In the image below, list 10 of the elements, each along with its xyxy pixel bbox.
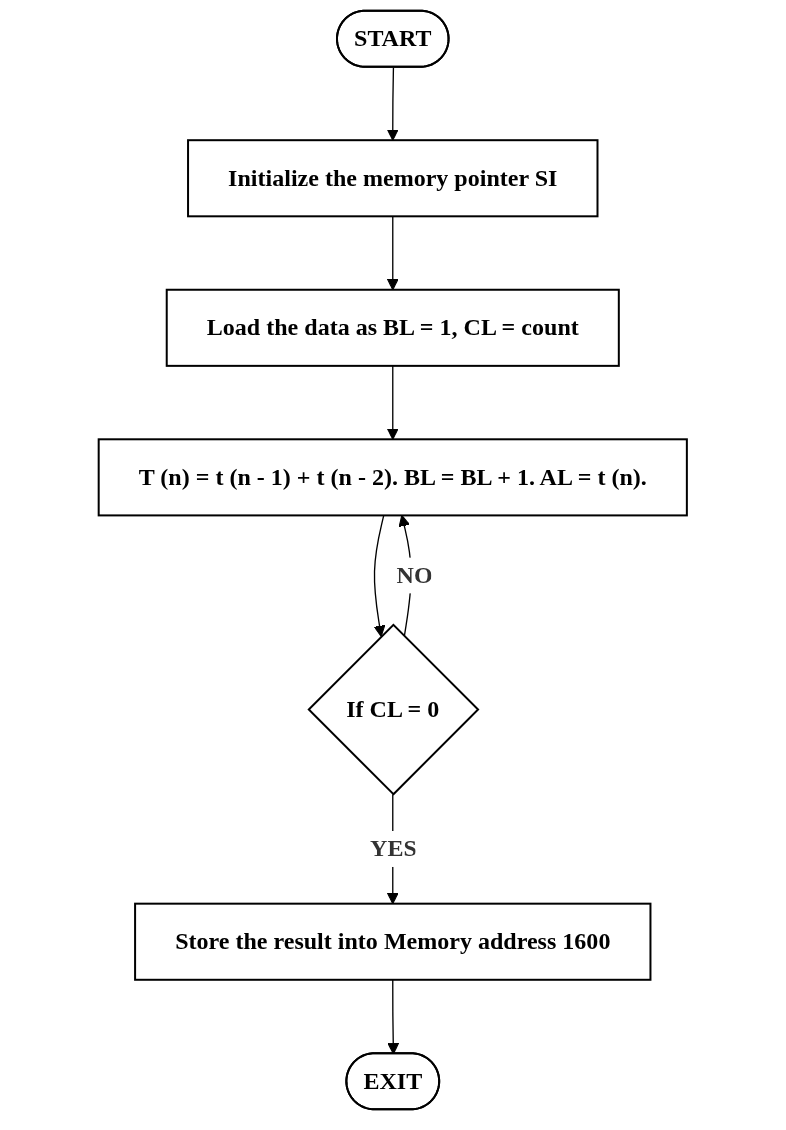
arrow xyxy=(373,514,386,637)
arrow xyxy=(387,66,399,141)
node-box: Store the result into Memory address 1600 xyxy=(134,902,652,981)
arrow xyxy=(387,979,400,1055)
node-box: Load the data as BL = 1, CL = count xyxy=(165,288,621,367)
arrow xyxy=(387,365,399,440)
node-box: T (n) = t (n - 1) + t (n - 2). BL = BL + 1. AL = t (n). xyxy=(97,438,689,517)
arrow xyxy=(387,215,399,291)
node-box: Initialize the memory pointer SI xyxy=(187,139,599,218)
node-diamond: If CL = 0 xyxy=(307,623,480,796)
